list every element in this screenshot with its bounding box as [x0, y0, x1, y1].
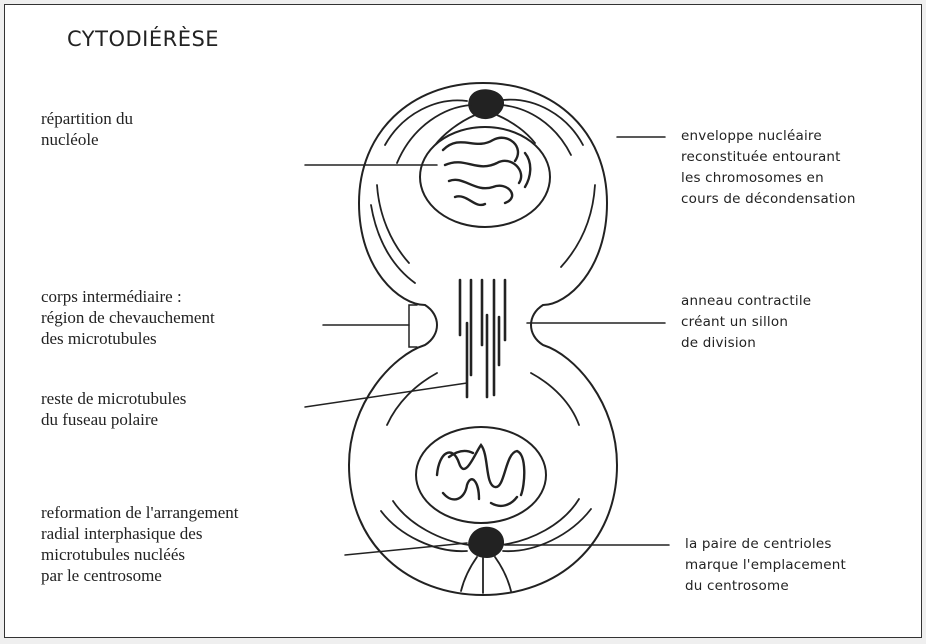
lower-nucleus — [416, 427, 546, 523]
leader-reste — [305, 383, 467, 407]
diagram-title: CYTODIÉRÈSE — [67, 27, 219, 51]
label-anneau-contractile: anneau contractile créant un sillon de d… — [681, 291, 811, 354]
figure-frame: CYTODIÉRÈSE répartition du nucléole corp… — [4, 4, 922, 638]
label-centrioles: la paire de centrioles marque l'emplacem… — [685, 534, 846, 597]
label-corps-intermediaire: corps intermédiaire : région de chevauch… — [41, 286, 215, 349]
label-reformation: reformation de l'arrangement radial inte… — [41, 502, 239, 586]
midbody-microtubules — [460, 280, 505, 397]
lower-centrosome — [469, 528, 503, 557]
upper-chromosomes — [443, 138, 530, 205]
upper-centrosome — [469, 90, 503, 118]
label-reste-microtubules: reste de microtubules du fuseau polaire — [41, 388, 186, 430]
lower-microtubules — [381, 373, 591, 593]
label-nucleole: répartition du nucléole — [41, 108, 133, 150]
label-enveloppe-nucleaire: enveloppe nucléaire reconstituée entoura… — [681, 126, 856, 210]
lower-chromosomes — [437, 445, 524, 506]
leader-reformation — [345, 543, 467, 555]
bracket-corps — [409, 305, 417, 347]
